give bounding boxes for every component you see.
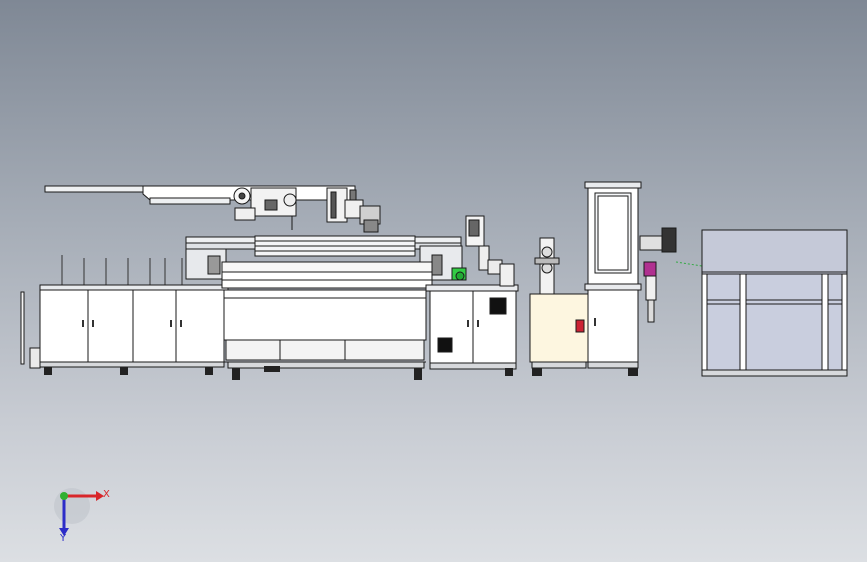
z-axis-dot <box>60 492 68 500</box>
cream-cabinet <box>529 237 589 376</box>
gantry-beam <box>44 185 146 193</box>
coordinate-triad: X Y <box>54 488 110 544</box>
vertical-rods <box>61 255 183 287</box>
cabinet-handles <box>82 320 182 327</box>
vertical-holder <box>326 187 348 223</box>
left-base-plate <box>29 347 41 369</box>
center-conveyor-unit <box>185 215 503 380</box>
gantry-arm <box>44 185 381 233</box>
x-axis-label: X <box>103 489 110 500</box>
small-cabinet <box>425 263 519 376</box>
tall-cabinet <box>584 181 703 376</box>
dark-nozzle <box>661 227 677 253</box>
left-post <box>20 291 25 365</box>
left-cabinet-body <box>39 289 225 363</box>
right-enclosure <box>701 229 848 377</box>
conveyor-table <box>221 261 433 273</box>
cabinet-feet <box>44 367 213 375</box>
y-axis-label: Y <box>59 533 67 544</box>
